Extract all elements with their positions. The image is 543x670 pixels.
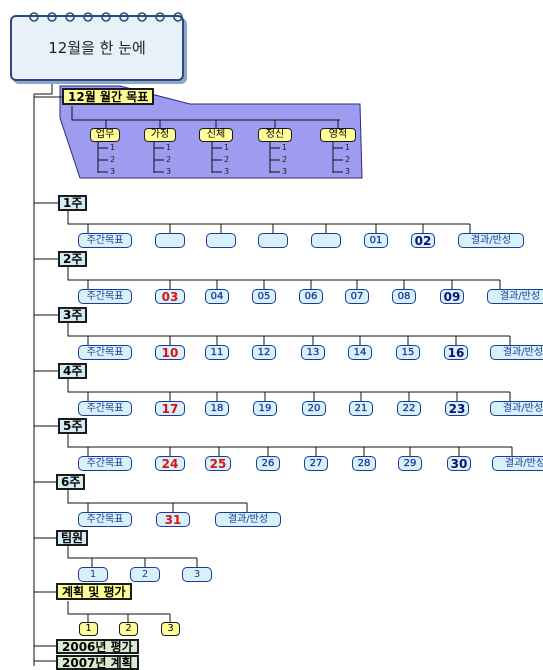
day-pill[interactable]: 30 [447, 456, 471, 471]
day-pill[interactable]: 19 [253, 401, 277, 416]
day-pill[interactable]: 22 [397, 401, 421, 416]
day-pill[interactable]: 20 [302, 401, 326, 416]
day-pill[interactable]: 07 [345, 289, 369, 304]
review-pill[interactable]: 결과/반성 [215, 512, 281, 527]
day-pill[interactable]: 17 [155, 401, 185, 416]
goal-sub-item: 3 [282, 167, 288, 176]
day-pill[interactable]: 26 [256, 456, 280, 471]
goal-sub-item: 2 [166, 155, 172, 164]
day-pill[interactable]: 06 [299, 289, 323, 304]
goal-sub-item: 1 [110, 143, 116, 152]
week-node[interactable]: 4주 [58, 363, 88, 379]
day-pill[interactable]: 12 [252, 345, 276, 360]
root-title-box[interactable]: 12월을 한 눈에 [10, 12, 184, 81]
week-node[interactable]: 1주 [58, 195, 88, 211]
goal-sub-item: 2 [110, 155, 116, 164]
goal-category-work[interactable]: 업무 [90, 128, 120, 142]
day-pill[interactable] [311, 233, 341, 248]
plan-item-pill[interactable]: 2 [119, 622, 138, 636]
review-pill[interactable]: 결과/반성 [490, 401, 543, 416]
week-node[interactable]: 2주 [58, 251, 88, 267]
week-node[interactable]: 5주 [58, 418, 88, 434]
day-pill[interactable]: 14 [348, 345, 372, 360]
day-pill[interactable]: 10 [155, 345, 185, 360]
day-pill[interactable]: 04 [205, 289, 229, 304]
day-pill[interactable]: 01 [364, 233, 388, 248]
day-pill[interactable]: 25 [205, 456, 231, 471]
goal-category-family[interactable]: 가정 [144, 128, 176, 142]
day-pill[interactable]: 15 [396, 345, 420, 360]
root-title-text: 12월을 한 눈에 [48, 38, 146, 57]
goal-category-body[interactable]: 신체 [199, 128, 233, 142]
plan-item-pill[interactable]: 3 [161, 622, 180, 636]
goal-sub-item: 3 [224, 167, 230, 176]
weekly-goal-pill[interactable]: 주간목표 [78, 289, 132, 304]
goal-sub-item: 2 [282, 155, 288, 164]
day-pill[interactable] [206, 233, 236, 248]
day-pill[interactable]: 08 [392, 289, 416, 304]
plan-2007-node[interactable]: 2007년 계획 [56, 655, 139, 670]
goal-category-spirit[interactable]: 영적 [320, 128, 356, 142]
weekly-goal-pill[interactable]: 주간목표 [78, 345, 132, 360]
team-member-pill[interactable]: 3 [182, 567, 212, 582]
review-pill[interactable]: 결과/반성 [487, 289, 543, 304]
eval-2006-node[interactable]: 2006년 평가 [56, 639, 139, 654]
day-pill[interactable]: 23 [445, 401, 469, 416]
day-pill[interactable]: 27 [304, 456, 328, 471]
review-pill[interactable]: 결과/반성 [490, 345, 543, 360]
weekly-goal-pill[interactable]: 주간목표 [78, 233, 132, 248]
monthly-goal-node[interactable]: 12월 월간 목표 [62, 88, 155, 105]
team-member-pill[interactable]: 1 [78, 567, 108, 582]
day-pill[interactable]: 16 [444, 345, 468, 360]
day-pill[interactable]: 11 [205, 345, 229, 360]
day-pill[interactable]: 21 [349, 401, 373, 416]
day-pill[interactable]: 03 [155, 289, 185, 304]
day-pill[interactable]: 18 [205, 401, 229, 416]
team-node[interactable]: 팀원 [56, 530, 89, 546]
goal-sub-item: 3 [345, 167, 351, 176]
binder-rings-icon [29, 12, 183, 22]
day-pill[interactable]: 05 [252, 289, 276, 304]
goal-sub-item: 1 [345, 143, 351, 152]
team-member-pill[interactable]: 2 [130, 567, 160, 582]
weekly-goal-pill[interactable]: 주간목표 [78, 456, 132, 471]
review-pill[interactable]: 결과/반성 [458, 233, 524, 248]
week-node[interactable]: 6주 [56, 474, 86, 490]
day-pill[interactable]: 29 [398, 456, 422, 471]
goal-sub-item: 2 [224, 155, 230, 164]
day-pill[interactable] [155, 233, 185, 248]
week-node[interactable]: 3주 [58, 307, 88, 323]
plan-eval-node[interactable]: 계획 및 평가 [56, 583, 132, 600]
goal-sub-item: 3 [110, 167, 116, 176]
day-pill[interactable]: 24 [155, 456, 185, 471]
review-pill[interactable]: 결과/반성 [492, 456, 543, 471]
day-pill[interactable]: 28 [352, 456, 376, 471]
day-pill[interactable]: 09 [440, 289, 464, 304]
day-pill[interactable]: 02 [411, 233, 435, 248]
goal-sub-item: 2 [345, 155, 351, 164]
goal-sub-item: 1 [224, 143, 230, 152]
weekly-goal-pill[interactable]: 주간목표 [78, 401, 132, 416]
goal-category-mind[interactable]: 정신 [258, 128, 292, 142]
weekly-goal-pill[interactable]: 주간목표 [78, 512, 132, 527]
day-pill[interactable]: 13 [301, 345, 325, 360]
plan-item-pill[interactable]: 1 [79, 622, 98, 636]
day-pill[interactable] [258, 233, 288, 248]
day-pill[interactable]: 31 [156, 512, 190, 527]
goal-sub-item: 1 [282, 143, 288, 152]
goal-sub-item: 3 [166, 167, 172, 176]
goal-sub-item: 1 [166, 143, 172, 152]
